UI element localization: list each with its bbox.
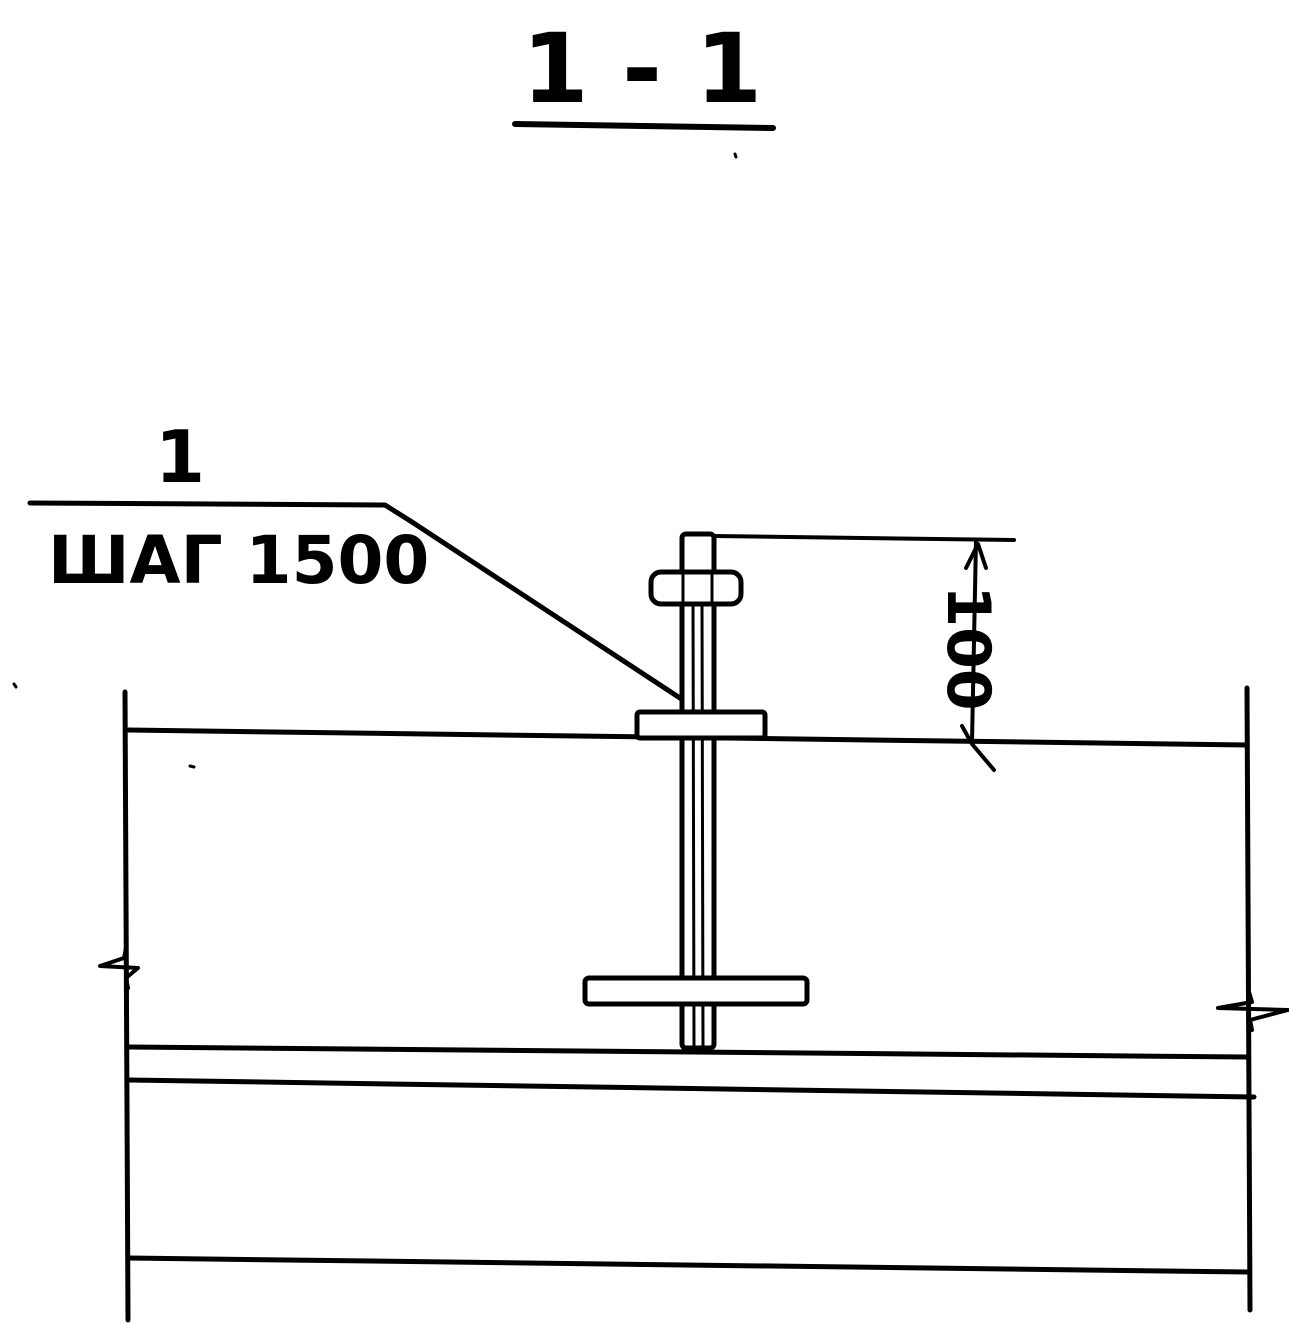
- callout: 1 ШАГ 1500: [27, 415, 686, 703]
- dimension-tick-bottom: [960, 724, 996, 772]
- dimension-extension-line: [712, 534, 1016, 542]
- bolt-shank-inner-line: [700, 598, 705, 1048]
- dimension-value: 100: [933, 585, 1003, 710]
- bolt-anchor-plate: [582, 975, 810, 1007]
- bolt-nut: [648, 569, 744, 607]
- section-title-underline: [512, 121, 776, 131]
- flange-bottom-line: [125, 1077, 1257, 1100]
- bolt-washer-plate: [634, 709, 768, 741]
- beam-right-edge: [1244, 685, 1253, 1313]
- dimension-line: [970, 538, 978, 744]
- bolt-shank-inner-line: [691, 598, 696, 1048]
- flange-top-line: [125, 1044, 1250, 1060]
- ink-speck: [733, 152, 738, 159]
- beam-bottom-line: [125, 1255, 1250, 1275]
- callout-number: 1: [155, 415, 205, 499]
- beam-left-edge: [122, 689, 131, 1323]
- callout-note: ШАГ 1500: [48, 522, 429, 599]
- beam-section: [12, 682, 1289, 1323]
- dimension-100: 100: [712, 534, 1016, 772]
- dimension-arrow-top: [964, 542, 988, 570]
- ink-speck: [12, 682, 18, 689]
- section-title: 1 - 1: [512, 13, 776, 159]
- ink-speck: [188, 764, 196, 769]
- anchor-bolt: [582, 531, 810, 1051]
- leader-line: [27, 500, 686, 703]
- break-mark-right: [1216, 990, 1289, 1032]
- bolt-shank: [679, 531, 717, 1051]
- break-mark-left: [98, 946, 140, 990]
- section-title-text: 1 - 1: [522, 13, 762, 125]
